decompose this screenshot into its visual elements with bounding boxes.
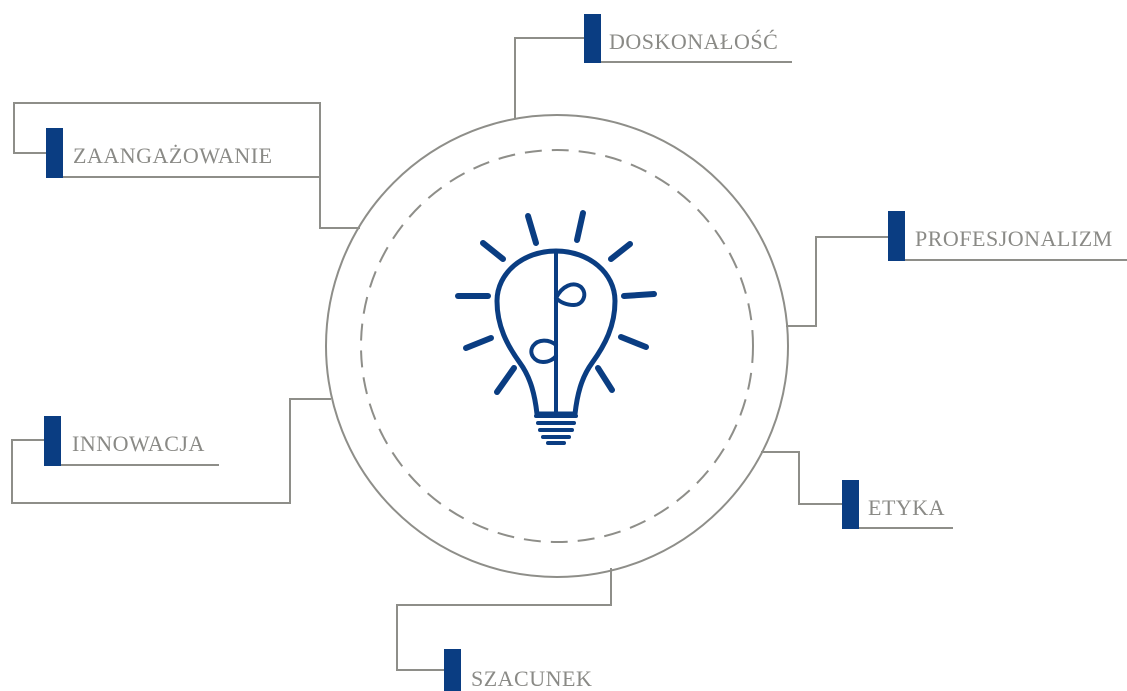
value-profesjonalizm: PROFESJONALIZM [786,211,1127,327]
marker-zaangazowanie [46,128,63,178]
connector-doskonalosc [514,37,586,118]
label-profesjonalizm: PROFESJONALIZM [915,226,1113,251]
bulb-base [534,414,578,445]
marker-profesjonalizm [888,211,905,261]
bulb-puzzle-tab-left [529,338,558,364]
marker-szacunek [444,649,461,691]
outer-circle [325,114,789,578]
value-innowacja: INNOWACJA [11,398,331,504]
connector-innowacja [11,398,331,504]
value-zaangazowanie: ZAANGAŻOWANIE [13,102,360,229]
connector-zaangazowanie [13,102,360,229]
label-doskonalosc: DOSKONAŁOŚĆ [609,29,778,54]
marker-innowacja [44,416,61,466]
bulb-rays [455,210,657,395]
bulb-puzzle-tab-right [554,282,587,307]
value-doskonalosc: DOSKONAŁOŚĆ [514,14,792,118]
value-szacunek: SZACUNEK [396,568,612,691]
marker-etyka [842,480,859,529]
value-etyka: ETYKA [761,451,953,529]
lightbulb-puzzle-icon [455,210,657,445]
connector-szacunek [396,568,612,671]
connector-profesjonalizm [786,236,889,327]
label-etyka: ETYKA [868,495,945,520]
label-szacunek: SZACUNEK [471,666,592,691]
connector-etyka [761,451,843,505]
label-zaangazowanie: ZAANGAŻOWANIE [73,143,273,168]
label-innowacja: INNOWACJA [72,431,205,456]
dashed-circle [360,149,754,543]
marker-doskonalosc [584,14,601,63]
